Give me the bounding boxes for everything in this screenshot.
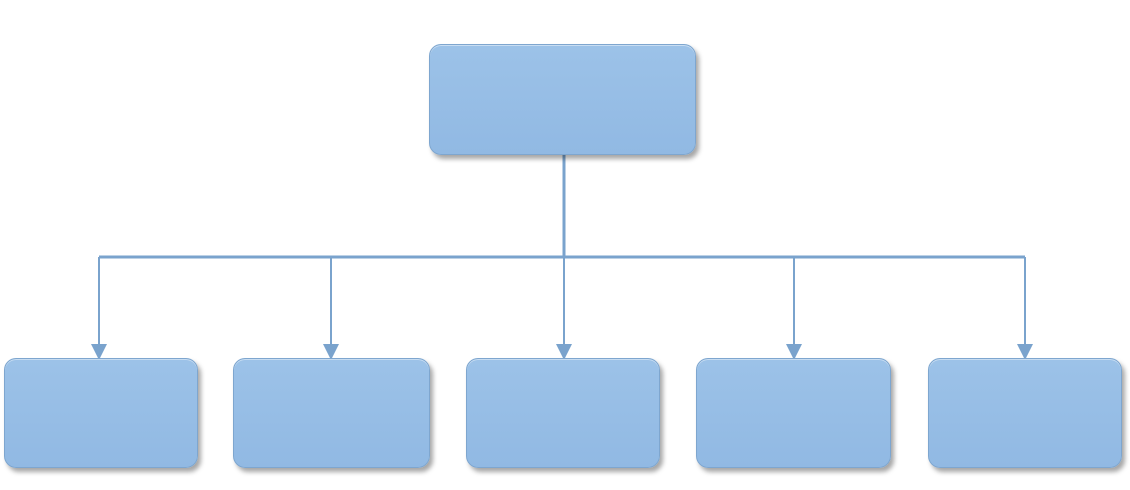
root-node[interactable] (429, 44, 696, 155)
child-node-5[interactable] (928, 358, 1122, 468)
child-node-1[interactable] (4, 358, 198, 468)
child-node-2[interactable] (233, 358, 430, 468)
child-node-3[interactable] (466, 358, 660, 468)
child-node-4[interactable] (696, 358, 891, 468)
